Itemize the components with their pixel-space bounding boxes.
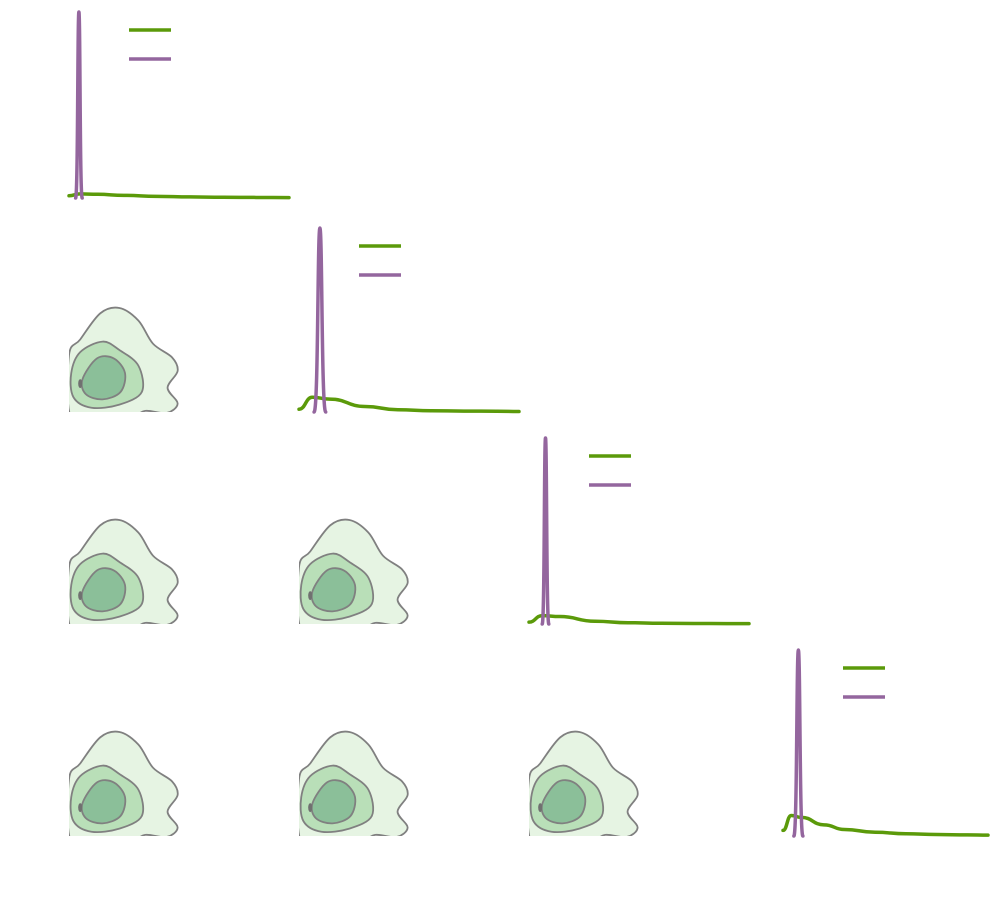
purple-density-line-2: [540, 436, 551, 626]
contour-core: [78, 803, 83, 813]
contour-inner: [310, 779, 357, 825]
contour-core: [308, 803, 313, 813]
green-density-line-3: [781, 813, 990, 837]
contour-inner: [310, 567, 357, 613]
contour-panel-r2-c0: [69, 518, 179, 624]
contour-panel-r2-c1: [299, 518, 409, 624]
contour-panel-r1-c0: [69, 306, 179, 412]
contour-core: [78, 591, 83, 601]
contour-inner: [80, 779, 127, 825]
green-density-line-1: [297, 395, 521, 414]
green-density-line-0: [67, 192, 291, 200]
diag-panel-0: [67, 10, 291, 200]
contour-panel-r3-c0: [69, 730, 179, 836]
contour-panel-r3-c1: [299, 730, 409, 836]
diag-panel-3: [781, 648, 990, 838]
contour-core: [78, 379, 83, 389]
contour-inner: [540, 779, 587, 825]
purple-density-line-0: [73, 10, 84, 200]
green-density-line-2: [527, 613, 751, 626]
contour-inner: [80, 567, 127, 613]
purple-density-line-1: [312, 226, 328, 414]
diag-panel-1: [297, 226, 521, 414]
contour-panel-r3-c2: [529, 730, 639, 836]
contour-core: [308, 591, 313, 601]
diag-panel-2: [527, 436, 751, 626]
contour-inner: [80, 355, 127, 401]
purple-density-line-3: [792, 648, 805, 838]
contour-core: [538, 803, 543, 813]
